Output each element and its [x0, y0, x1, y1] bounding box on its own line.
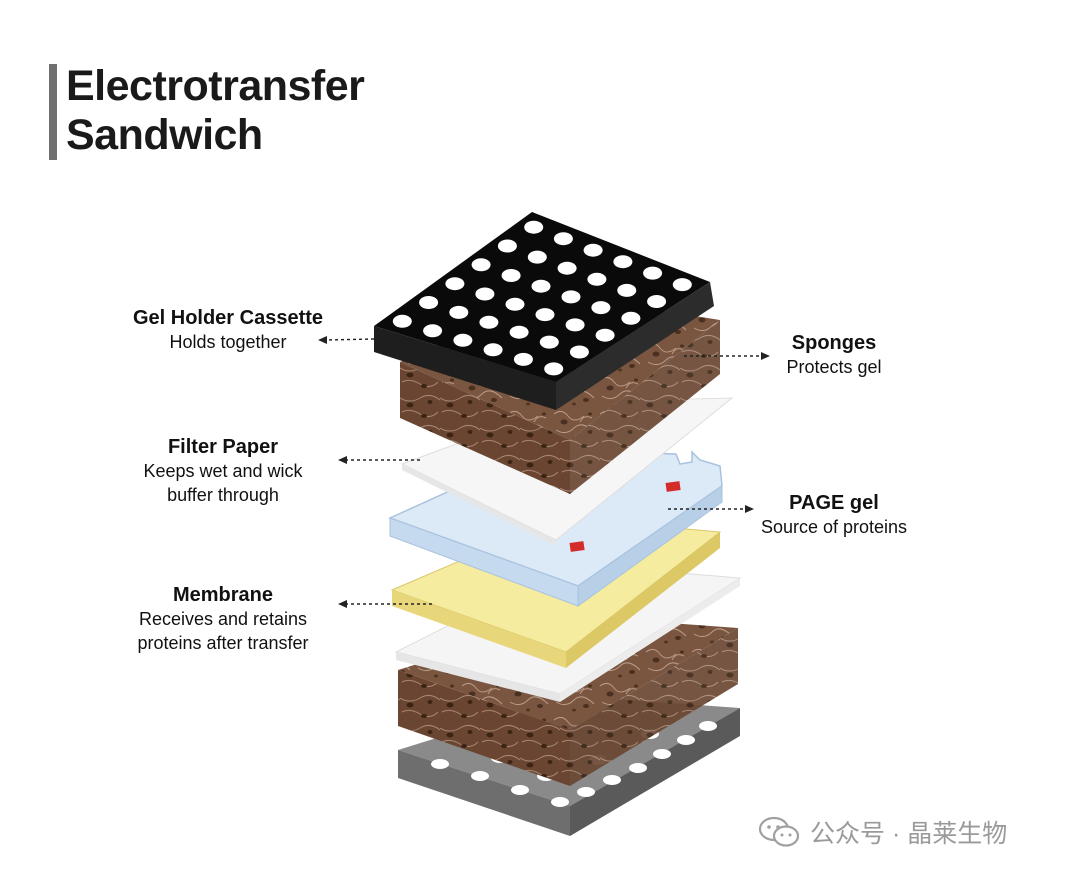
membrane-name: Membrane [172, 584, 274, 606]
cassette-hole [501, 269, 521, 282]
cassette-hole [561, 290, 581, 304]
cassette-hole [483, 343, 503, 357]
label-cassette: Gel Holder Cassette Holds together [110, 306, 346, 354]
label-filter-paper: Filter Paper Keeps wet and wick buffer t… [118, 435, 328, 507]
filter-paper-desc-1: Keeps wet and wick [143, 461, 303, 481]
cassette-hole [643, 266, 663, 280]
cassette-hole [527, 250, 547, 264]
cassette-holes [392, 220, 692, 376]
cassette-hole [423, 324, 443, 338]
filter-paper-desc-2: buffer through [167, 485, 279, 505]
watermark: 公众号 · 晶莱生物 [758, 814, 1007, 850]
gel-marker-top [665, 481, 681, 492]
cassette-hole [445, 277, 465, 291]
cassette-hole [539, 335, 559, 349]
cassette-hole [587, 272, 607, 286]
cassette-hole [509, 325, 529, 339]
cassette-hole [621, 311, 641, 325]
cassette-hole [553, 232, 573, 246]
title-line-1: Electrotransfer [66, 62, 365, 110]
membrane-desc-2: proteins after transfer [137, 633, 309, 653]
cassette-hole [419, 296, 439, 309]
label-sponges: Sponges Protects gel [764, 331, 904, 379]
cassette-hole [471, 258, 491, 272]
sponges-name: Sponges [791, 332, 877, 354]
sponges-desc: Protects gel [786, 357, 882, 377]
cassette-desc: Holds together [169, 332, 287, 352]
page-title: Electrotransfer Sandwich [66, 62, 365, 160]
cassette-hole [544, 362, 564, 376]
label-page-gel: PAGE gel Source of proteins [744, 491, 924, 539]
cassette-hole [497, 239, 517, 253]
cassette-hole [449, 305, 469, 319]
cassette-hole [531, 279, 551, 293]
cassette-hole [565, 318, 585, 332]
cassette-hole [583, 243, 603, 257]
cassette-hole [569, 345, 589, 359]
cassette-hole [647, 295, 667, 308]
title-accent-bar [49, 64, 57, 160]
page-gel-name: PAGE gel [789, 492, 879, 514]
top-cassette [374, 212, 714, 410]
cassette-hole [475, 287, 495, 301]
watermark-text: 公众号 · 晶莱生物 [810, 820, 1008, 848]
cassette-hole [672, 278, 692, 292]
label-membrane: Membrane Receives and retains proteins a… [110, 583, 336, 655]
filter-paper-name: Filter Paper [167, 436, 279, 458]
wechat-icon [758, 816, 800, 847]
cassette-hole [513, 352, 533, 366]
page-gel-desc: Source of proteins [760, 517, 908, 537]
cassette-hole [524, 220, 544, 234]
title-line-2: Sandwich [66, 111, 263, 159]
gel-marker-bottom [569, 541, 585, 552]
callout-arrows [318, 336, 770, 608]
cassette-hole [557, 261, 577, 275]
cassette-hole [613, 255, 633, 269]
cassette-hole [453, 333, 473, 347]
cassette-hole [591, 301, 611, 315]
cassette-hole [595, 328, 615, 342]
cassette-hole [505, 297, 525, 311]
cassette-hole [617, 283, 637, 297]
cassette-name: Gel Holder Cassette [132, 307, 324, 329]
cassette-hole [479, 315, 499, 329]
membrane-desc-1: Receives and retains [138, 609, 308, 629]
arrow-cassette [325, 338, 375, 341]
cassette-hole [535, 308, 555, 322]
cassette-hole [392, 314, 412, 328]
